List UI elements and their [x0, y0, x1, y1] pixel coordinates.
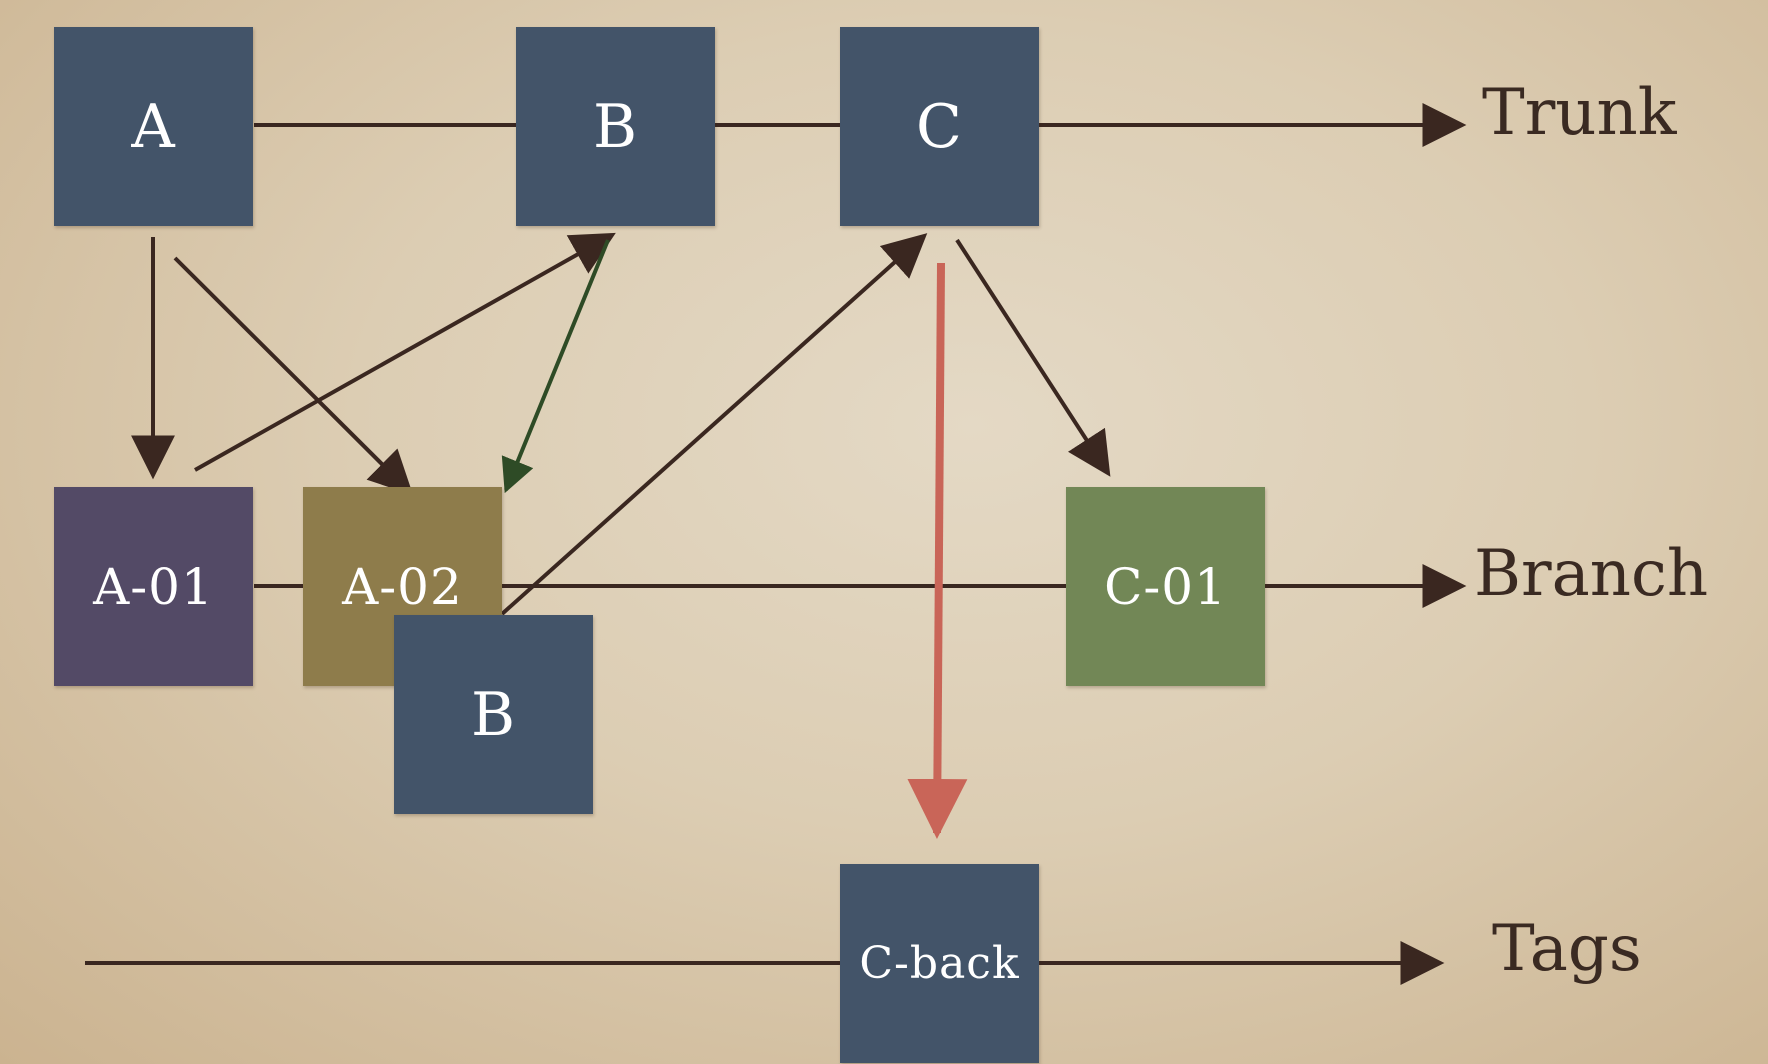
arrow-a01-to-b: [194, 232, 616, 472]
arrow-a-to-a02: [173, 256, 414, 496]
trunk-label: Trunk: [1482, 76, 1677, 150]
arrow-c-to-c01: [955, 238, 1111, 477]
arrow-b-to-a02: [501, 239, 610, 494]
arrow-bbranch-to-c: [500, 233, 928, 616]
node-c[interactable]: C: [840, 27, 1039, 226]
node-a[interactable]: A: [54, 27, 253, 226]
tags-label: Tags: [1492, 912, 1642, 986]
node-a01[interactable]: A-01: [54, 487, 253, 686]
node-b-trunk[interactable]: B: [516, 27, 715, 226]
node-c-back[interactable]: C-back: [840, 864, 1039, 1063]
branch-label: Branch: [1474, 537, 1709, 611]
node-b-branch[interactable]: B: [394, 615, 593, 814]
arrow-c-to-cback: [907, 262, 968, 839]
node-c01[interactable]: C-01: [1066, 487, 1265, 686]
